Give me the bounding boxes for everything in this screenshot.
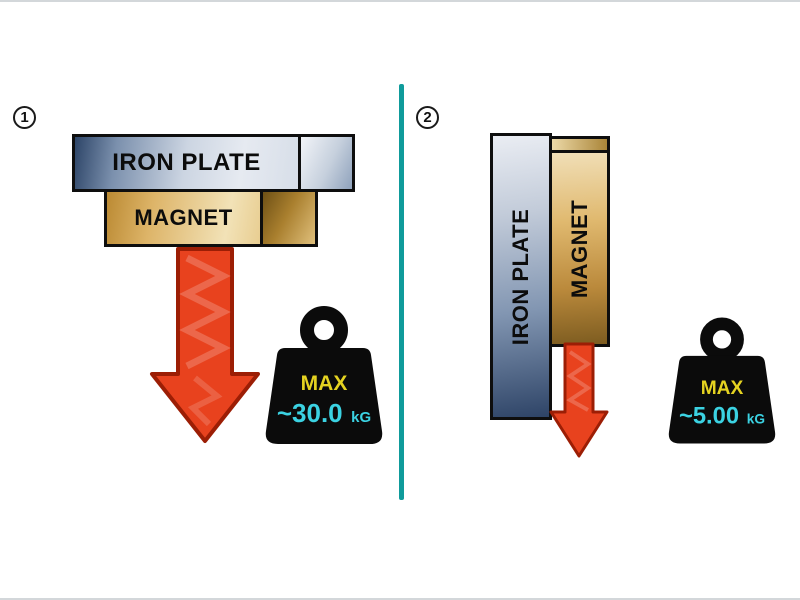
magnet-label: MAGNET xyxy=(566,199,592,298)
pull-force-arrow-icon xyxy=(549,342,609,458)
weight-icon: MAX ~30.0 kG xyxy=(265,306,383,444)
magnet-vertical: MAGNET xyxy=(549,136,610,347)
panel-1-number: 1 xyxy=(13,106,36,129)
weight-unit: kG xyxy=(747,411,765,426)
weight-value: ~30.0 xyxy=(277,398,343,428)
iron-plate-vertical: IRON PLATE xyxy=(490,133,552,420)
weight-max-label: MAX xyxy=(701,378,744,399)
iron-plate-end-cap xyxy=(298,137,352,189)
frame-border-bottom xyxy=(0,598,800,600)
magnet-top-cap xyxy=(552,139,607,153)
weight-unit: kG xyxy=(351,409,371,426)
magnet-label: MAGNET xyxy=(134,205,233,230)
magnet-horizontal: MAGNET xyxy=(104,189,318,247)
weight-icon: MAX ~5.00 kG xyxy=(668,317,776,444)
frame-border-top xyxy=(0,0,800,2)
weight-max-label: MAX xyxy=(301,372,348,395)
iron-plate-horizontal: IRON PLATE xyxy=(72,134,355,192)
pull-force-arrow-icon xyxy=(150,247,260,443)
svg-text:~30.0 kG: ~30.0 kG xyxy=(277,398,371,428)
panel-2-number: 2 xyxy=(416,106,439,129)
weight-body xyxy=(668,355,776,444)
iron-plate-label: IRON PLATE xyxy=(112,149,261,176)
weight-handle xyxy=(300,306,348,354)
magnet-end-cap xyxy=(260,192,315,244)
weight-body xyxy=(265,348,383,444)
weight-value: ~5.00 xyxy=(679,403,739,429)
iron-plate-label: IRON PLATE xyxy=(508,208,533,345)
svg-text:~5.00 kG: ~5.00 kG xyxy=(679,403,765,429)
weight-handle xyxy=(700,317,744,362)
panel-divider xyxy=(399,84,404,500)
